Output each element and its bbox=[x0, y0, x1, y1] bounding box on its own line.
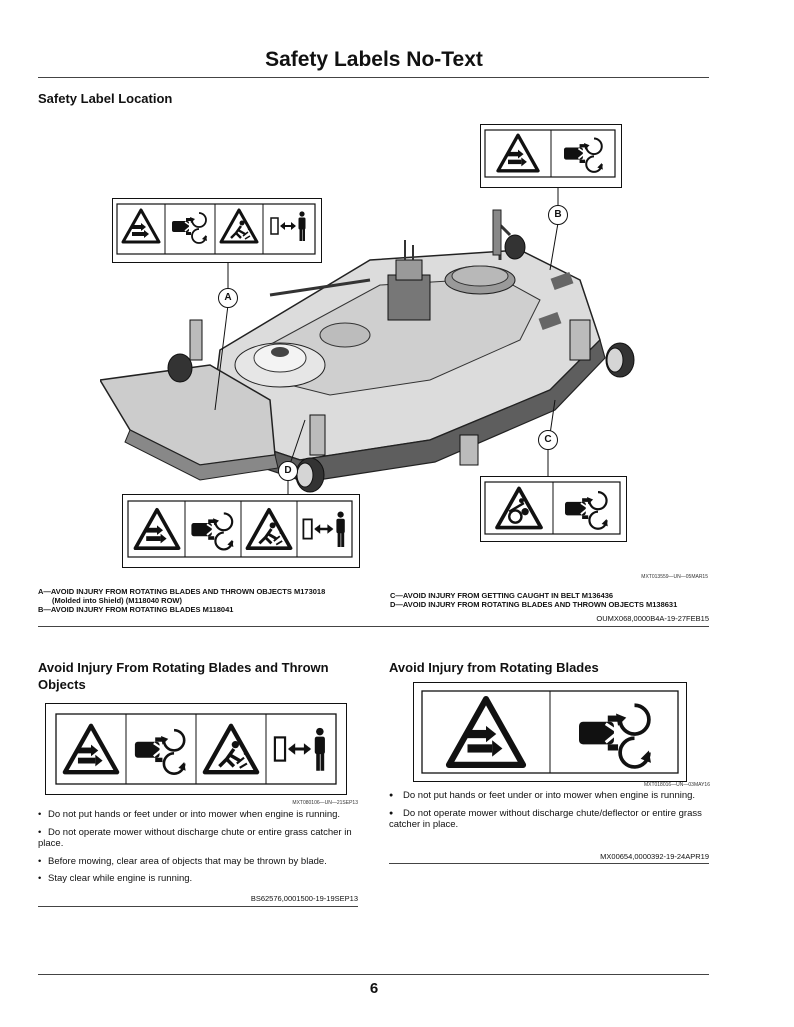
left-image-ref: MXT080106—UN—21SEP13 bbox=[292, 800, 358, 806]
left-bullet-list: •Do not put hands or feet under or into … bbox=[38, 809, 363, 891]
right-section-ref: MX00654,0000392-19-24APR19 bbox=[600, 852, 709, 861]
page-number: 6 bbox=[369, 980, 379, 997]
right-bullet-list: ●Do not put hands or feet under or into … bbox=[389, 790, 714, 837]
right-section-heading: Avoid Injury from Rotating Blades bbox=[389, 660, 599, 675]
list-item: •Do not put hands or feet under or into … bbox=[38, 809, 341, 820]
left-section-rule bbox=[38, 906, 358, 907]
bullet-symbol: • bbox=[38, 873, 42, 884]
location-rule bbox=[38, 626, 709, 627]
location-section-ref: OUMX068,0000B4A-19-27FEB15 bbox=[596, 614, 709, 623]
callout-a: A bbox=[218, 288, 238, 308]
right-image-ref: MXT018016—UN—03MAY16 bbox=[643, 782, 710, 788]
left-section-ref: BS62576,0001500-19-19SEP13 bbox=[250, 894, 358, 903]
location-figure-ref: MXT013559—UN—05MAR15 bbox=[641, 574, 708, 580]
title-rule bbox=[38, 77, 709, 78]
list-item: •Stay clear while engine is running. bbox=[38, 873, 193, 884]
safety-label-a bbox=[112, 198, 322, 263]
callout-c: C bbox=[538, 430, 558, 450]
list-item: ●Do not put hands or feet under or into … bbox=[389, 790, 696, 801]
bullet-symbol: • bbox=[38, 826, 42, 838]
caption-c: C—AVOID INJURY FROM GETTING CAUGHT IN BE… bbox=[390, 591, 614, 600]
caption-b: B—AVOID INJURY FROM ROTATING BLADES M118… bbox=[38, 605, 234, 614]
right-section-label-image bbox=[413, 682, 687, 782]
footer-rule bbox=[38, 974, 709, 975]
list-item: •Before mowing, clear area of objects th… bbox=[38, 855, 327, 867]
safety-label-c bbox=[480, 476, 627, 542]
bullet-symbol: • bbox=[38, 855, 42, 867]
mower-deck-illustration bbox=[98, 200, 660, 510]
left-section-heading: Avoid Injury From Rotating Blades and Th… bbox=[38, 660, 329, 692]
right-section-rule bbox=[389, 863, 709, 864]
bullet-symbol: ● bbox=[389, 809, 394, 817]
caption-d: D—AVOID INJURY FROM ROTATING BLADES AND … bbox=[390, 600, 678, 609]
caption-a-detail: (Molded into Shield) (M118040 ROW) bbox=[52, 596, 183, 605]
left-section-label-image bbox=[45, 703, 347, 795]
bullet-symbol: • bbox=[38, 809, 42, 820]
list-item: ●Do not operate mower without discharge … bbox=[389, 807, 702, 831]
bullet-symbol: ● bbox=[389, 792, 394, 799]
caption-a: A—AVOID INJURY FROM ROTATING BLADES AND … bbox=[38, 587, 326, 596]
safety-label-b bbox=[480, 124, 622, 188]
callout-d: D bbox=[278, 461, 298, 481]
page-title: Safety Labels No-Text bbox=[265, 48, 483, 71]
location-heading: Safety Label Location bbox=[38, 91, 173, 106]
callout-b: B bbox=[548, 205, 568, 225]
safety-label-d bbox=[122, 494, 360, 568]
list-item: •Do not operate mower without discharge … bbox=[38, 826, 352, 850]
